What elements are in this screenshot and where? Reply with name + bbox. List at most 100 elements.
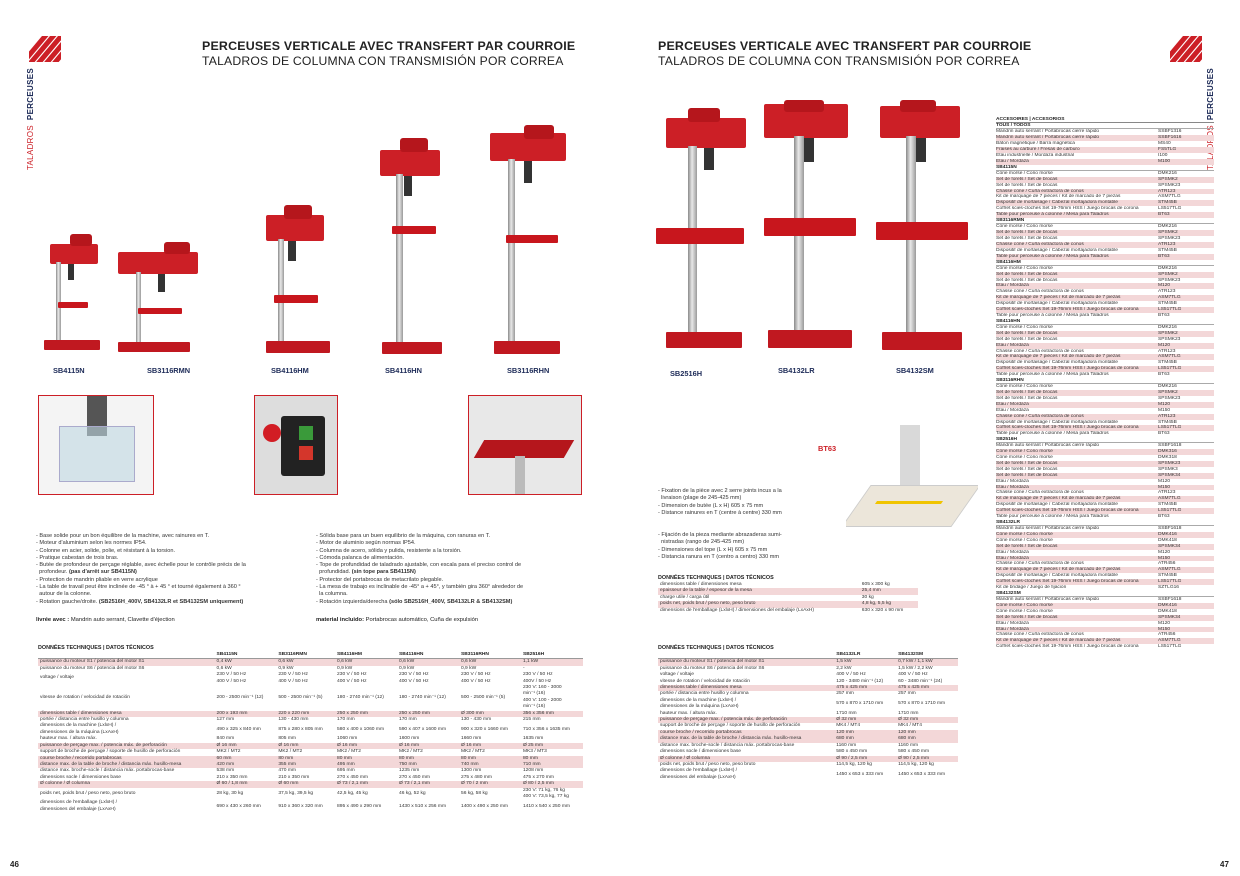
spec-header: SB4132SM bbox=[896, 652, 958, 660]
table-cell: 46 kg, 52 kg bbox=[398, 790, 426, 796]
table-cell: 1660 mm bbox=[460, 736, 482, 742]
table-cell: puissance du moteur S6 / potencia del mo… bbox=[40, 665, 145, 671]
table-cell: 114,5 kg, 120 kg bbox=[836, 761, 873, 767]
table-row: puissance du moteur S6 / potencia del mo… bbox=[658, 666, 958, 672]
table-cell: voltage / voltaje bbox=[660, 672, 694, 678]
accessory-row: Dispositif de mortaisage / Cabezal morta… bbox=[996, 247, 1177, 253]
table-cell: 750 mm bbox=[396, 761, 459, 769]
table-cell: 4,8 kg, 5,5 kg bbox=[859, 601, 918, 608]
table-cell: 710 x 356 x 1635 mm bbox=[522, 726, 570, 732]
spec-title: DONNÉES TECHNIQUES | DATOS TÉCNICOS bbox=[38, 645, 154, 651]
product-image-sb4116hn bbox=[372, 136, 452, 361]
table-cell: 475 x 270 mm bbox=[522, 774, 554, 780]
table-cell: 30 kg bbox=[861, 594, 874, 600]
table-cell: 1208 mm bbox=[522, 768, 544, 774]
table-row: puissance du moteur S1 / potencia del mo… bbox=[658, 658, 958, 666]
table-cell: portée / distancia entre husillo y colum… bbox=[660, 691, 749, 697]
accessory-group-title: SB4115N bbox=[996, 165, 1214, 171]
table-cell: Ø 16 mm bbox=[335, 742, 397, 750]
table-cell: MK3 / MT3 bbox=[522, 749, 547, 755]
accessory-group-title: SB3116RHN bbox=[996, 378, 1214, 385]
table-cell: 0,6 kW bbox=[216, 665, 232, 671]
table-cell: 0,6 kW bbox=[458, 658, 521, 666]
accessory-group-title: SB2516H bbox=[996, 437, 1214, 444]
detail-photo-table bbox=[468, 395, 582, 495]
table-cell: 0,6 kW bbox=[335, 658, 397, 666]
model-label: SB2516H bbox=[670, 369, 703, 378]
accessory-row: Coffret scies-cloches Set 19-76mm HSS / … bbox=[996, 425, 1214, 432]
table-cell: distance max. de la table de broche / di… bbox=[658, 736, 835, 743]
table-cell: Ø 16 mm bbox=[396, 742, 459, 750]
included-es: material incluido: Portabrocas automátic… bbox=[316, 617, 479, 623]
model-label: SB4132LR bbox=[778, 366, 815, 375]
table-cell: 0,4 kW bbox=[214, 658, 277, 666]
table-cell: 200 x 193 mm bbox=[214, 710, 277, 718]
model-label: SB4116HM bbox=[271, 366, 309, 375]
table-cell: 170 mm bbox=[337, 717, 355, 723]
table-cell: 470 mm bbox=[278, 768, 296, 774]
table-cell: MK2 / MT2 bbox=[337, 749, 361, 755]
accessory-row: Kit de marquage de 7 pièces / Kit de mar… bbox=[996, 295, 1214, 302]
accessory-row: Dispositif de mortaisage / Cabezal morta… bbox=[996, 419, 1177, 425]
table-cell: 257 mm bbox=[898, 691, 916, 697]
table-cell: Ø 73 / 2,1 mm bbox=[396, 781, 459, 788]
table-cell: 127 mm bbox=[216, 717, 235, 723]
table-row: dimensions de la machine (LxlxH) /dimens… bbox=[658, 698, 958, 711]
table-cell: MK2 / MT2 bbox=[398, 749, 423, 755]
table-cell: 710 mm bbox=[520, 761, 583, 769]
table-cell: 690 x 430 x 260 mm bbox=[216, 803, 261, 809]
table-cell: dimensions table / dimensiones mesa bbox=[658, 685, 835, 692]
table-cell: Ø 90 / 2,5 mm bbox=[896, 755, 958, 762]
table-row: dimensions de la machine (LxlxH) /dimens… bbox=[38, 723, 583, 736]
product-image-sb4132lr bbox=[754, 100, 866, 360]
table-cell: 1400 x 490 x 250 mm bbox=[460, 803, 509, 809]
accessory-row: Kit de marquage de 7 pièces / Kit de mar… bbox=[996, 354, 1214, 361]
table-cell: 60 - 3480 min⁻¹ (24) bbox=[898, 678, 943, 684]
table-cell: 740 mm bbox=[458, 761, 521, 769]
table-cell: puissance du moteur S1 / potencia del mo… bbox=[38, 658, 215, 666]
table-cell: 0,9 kW bbox=[460, 665, 477, 671]
table-cell: MK2 / MT2 bbox=[278, 749, 303, 755]
table-cell: distance max. broche-socle / distancia m… bbox=[660, 742, 795, 748]
table-cell: - bbox=[522, 665, 525, 671]
table-cell: 25,4 mm bbox=[859, 588, 918, 595]
accessory-row: Table pour perceuse à colonne / Mesa par… bbox=[996, 431, 1170, 437]
table-cell: 538 mm bbox=[216, 768, 235, 774]
accessory-row: Mandrin auto serrant / Portabrocas cierr… bbox=[996, 443, 1182, 449]
table-cell: dimensions socle / dimensiones base bbox=[40, 774, 122, 780]
table-row: poids net, poids brut / peso neto, peso … bbox=[658, 762, 958, 768]
spec-title: DONNÉES TECHNIQUES | DATOS TÉCNICOS bbox=[658, 645, 774, 651]
table-cell: Ø 300 mm bbox=[458, 710, 521, 718]
model-label: SB4132SM bbox=[896, 366, 934, 375]
accessory-row: Mandrin auto serrant / Portabrocas cierr… bbox=[996, 135, 1214, 142]
table-cell: MK2 / MT2 bbox=[216, 749, 241, 755]
table-cell: 570 x 870 x 1710 mm bbox=[836, 701, 884, 707]
table-cell: 0,9 kW bbox=[337, 665, 353, 671]
table-cell: 1160 mm bbox=[836, 742, 857, 748]
table-cell: 60 mm bbox=[214, 755, 277, 762]
accessory-group-title: SB4116HM bbox=[996, 260, 1214, 266]
table-cell: dimensions de l'emballage (LxlxH) /dimen… bbox=[660, 768, 738, 780]
model-label: SB3116RMN bbox=[147, 366, 191, 375]
table-cell: 170 mm bbox=[398, 717, 417, 723]
